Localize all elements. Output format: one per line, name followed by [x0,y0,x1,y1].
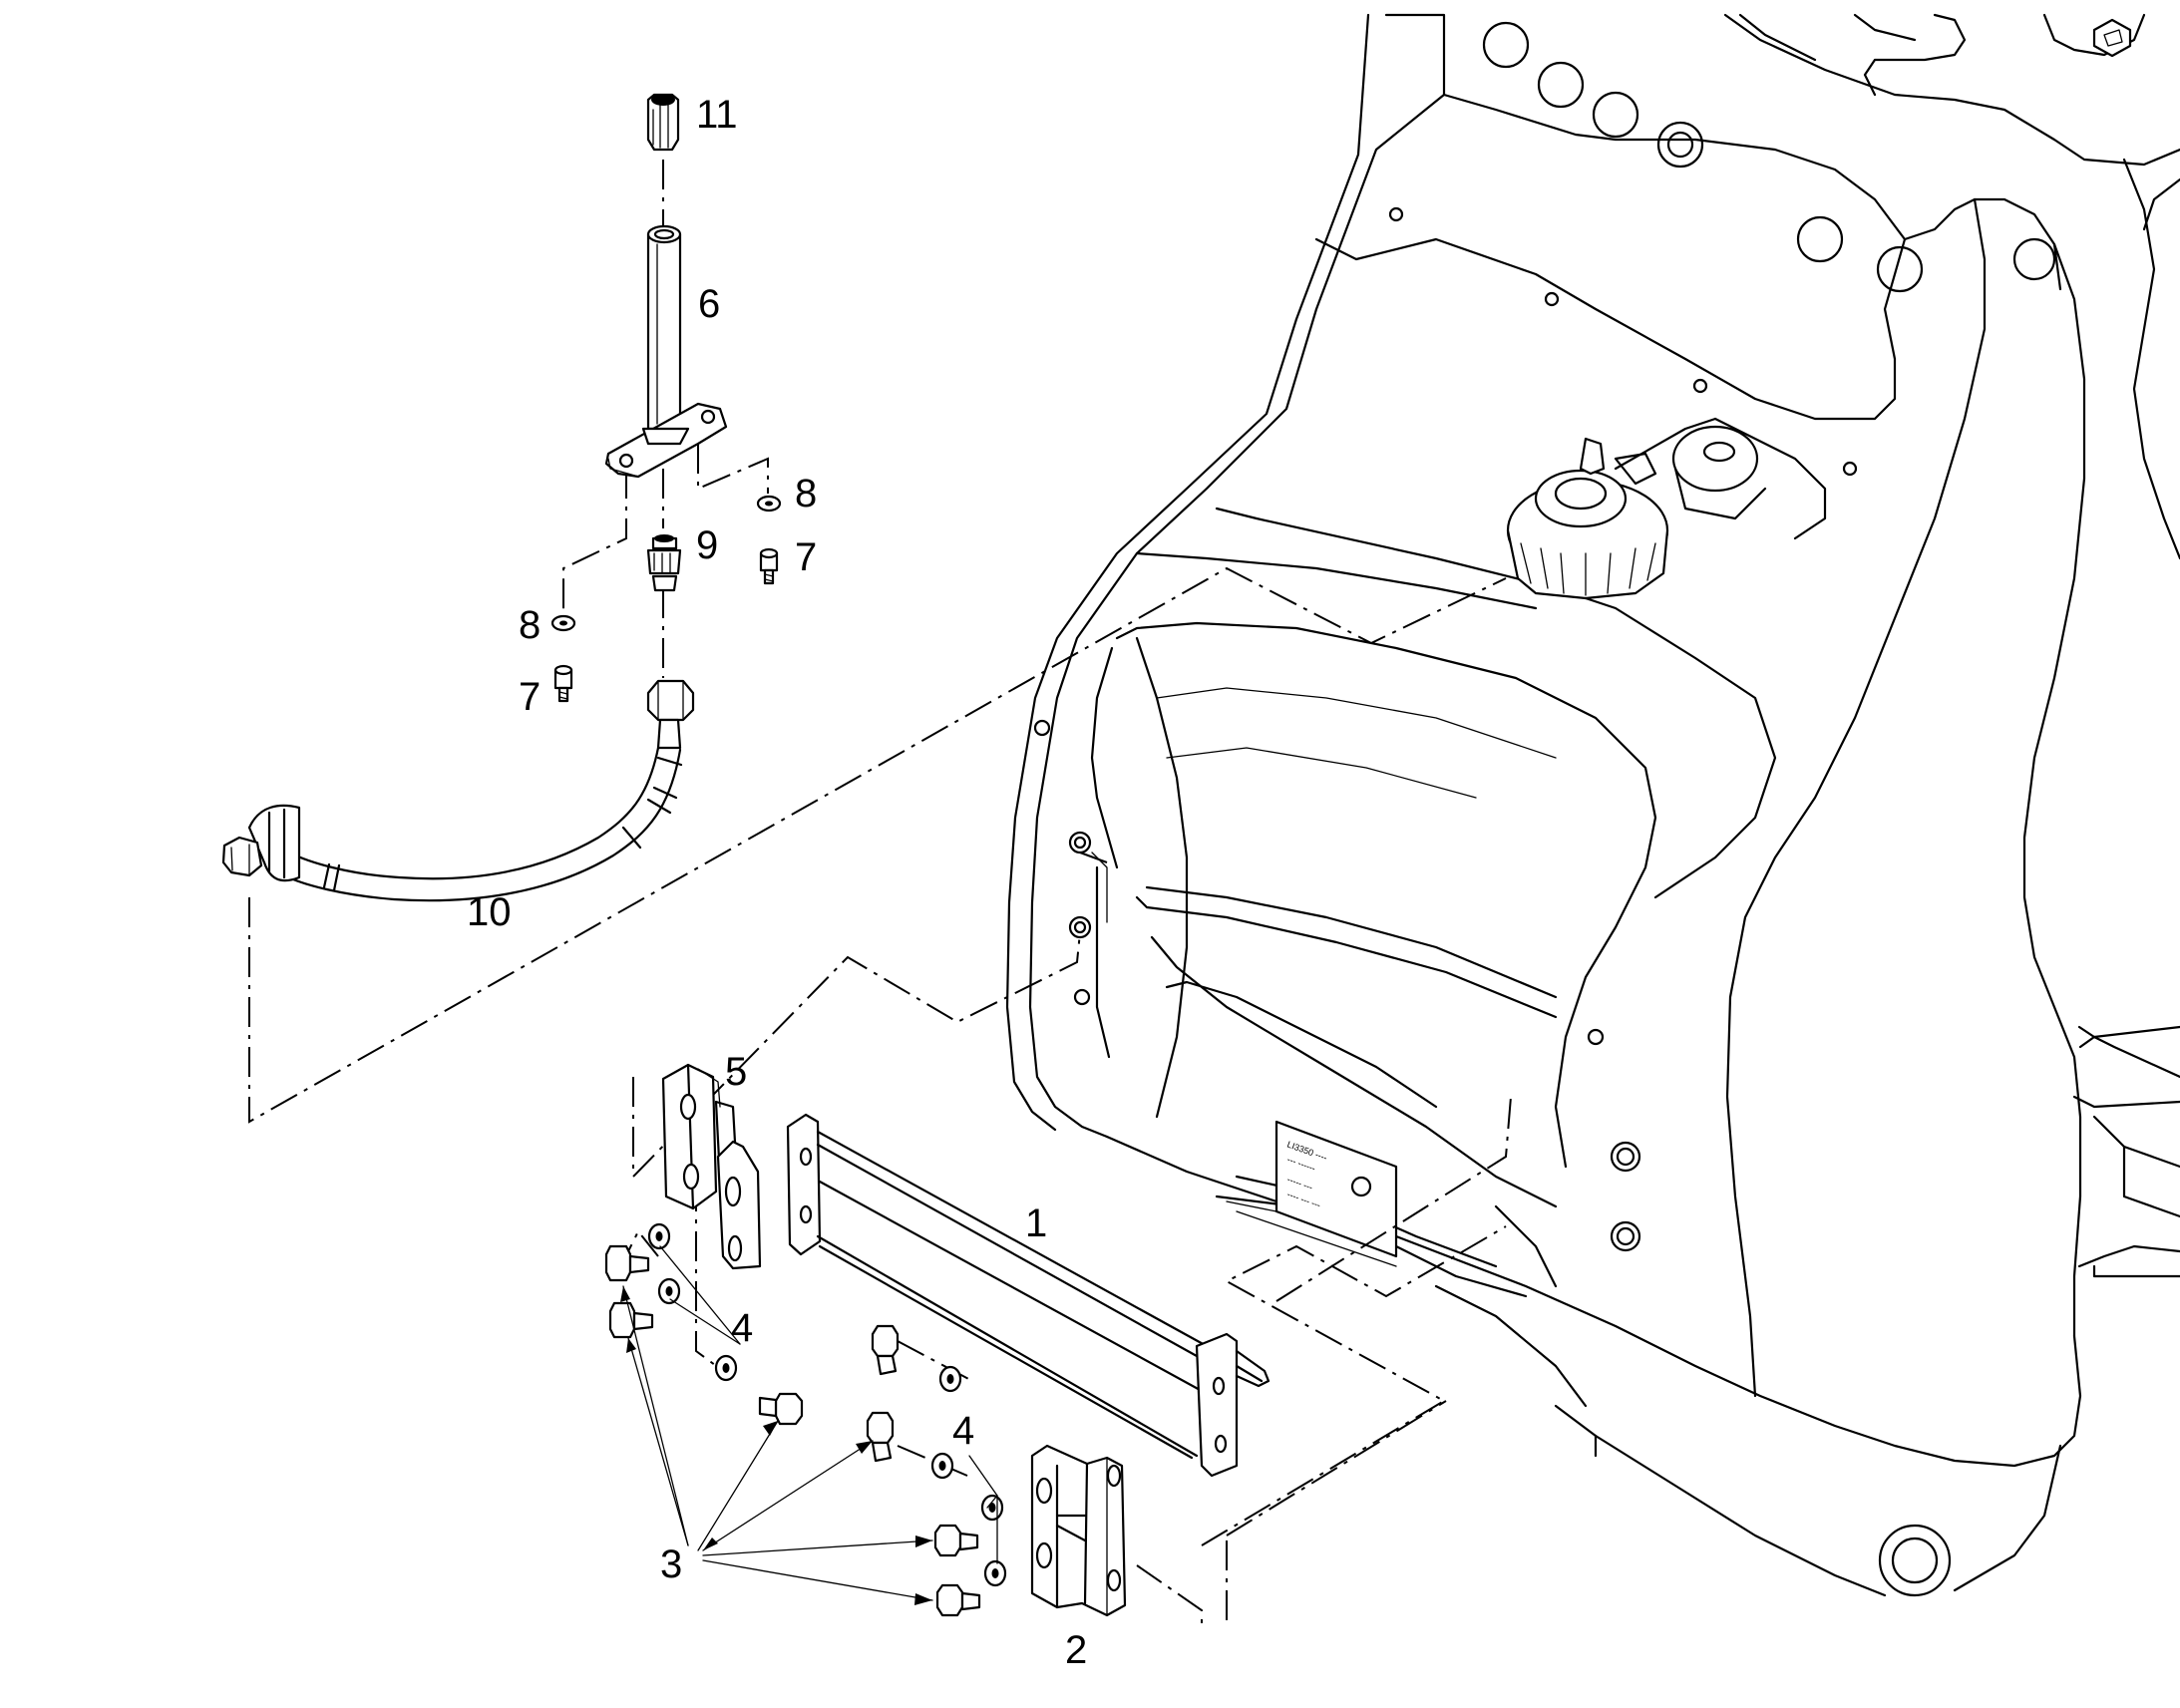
label-part-2: 2 [1065,1628,1087,1672]
leader-lines [622,1245,998,1601]
callout-labels: 11 6 8 9 7 8 7 10 5 1 4 4 3 2 [467,93,1087,1672]
part-8-washer-right [756,495,782,512]
washer [714,1354,738,1382]
part-8-washer-left [550,614,576,632]
washer [980,1494,1004,1522]
assembly-lines [248,160,1512,1625]
label-part-6: 6 [698,282,720,326]
label-part-9: 9 [696,523,718,567]
washer [938,1365,962,1393]
part-6-tube-flange [604,224,728,479]
label-part-8-right: 8 [795,472,817,515]
label-part-7-right: 7 [795,535,817,579]
label-part-10: 10 [467,890,512,934]
part-11-cap [646,93,680,152]
label-part-11: 11 [696,93,738,137]
label-part-1: 1 [1025,1201,1047,1245]
label-part-7-left: 7 [519,675,541,719]
label-part-3: 3 [660,1542,682,1586]
washer [657,1277,681,1305]
washer [930,1452,954,1480]
bolt [758,1392,804,1426]
bolt [866,1411,895,1463]
part-9-fitting [646,534,682,592]
bolt [871,1324,900,1376]
decal-plate: LI3350 ---- --- ------ ----- --- ---- --… [1274,1120,1398,1258]
washer [647,1222,671,1250]
part-7-bolt-right [759,547,779,585]
bolt [935,1583,981,1617]
bolt [604,1244,650,1282]
part-7-bolt-left [553,664,573,703]
label-part-8-left: 8 [519,603,541,647]
label-part-5: 5 [725,1050,747,1094]
part-3-bolts [604,1244,981,1617]
part-2-bracket [1030,1444,1127,1617]
part-1-cooler-frame [786,1113,1271,1478]
part-5-bracket [661,1063,762,1270]
label-part-4-left: 4 [731,1306,753,1350]
part-10-hose [221,679,695,902]
washer [983,1559,1007,1587]
label-part-4-right: 4 [952,1409,974,1453]
arrowheads [620,1286,932,1605]
machine-frame: LI3350 ---- --- ------ ----- --- ---- --… [1005,13,2180,1597]
bolt [933,1524,979,1557]
